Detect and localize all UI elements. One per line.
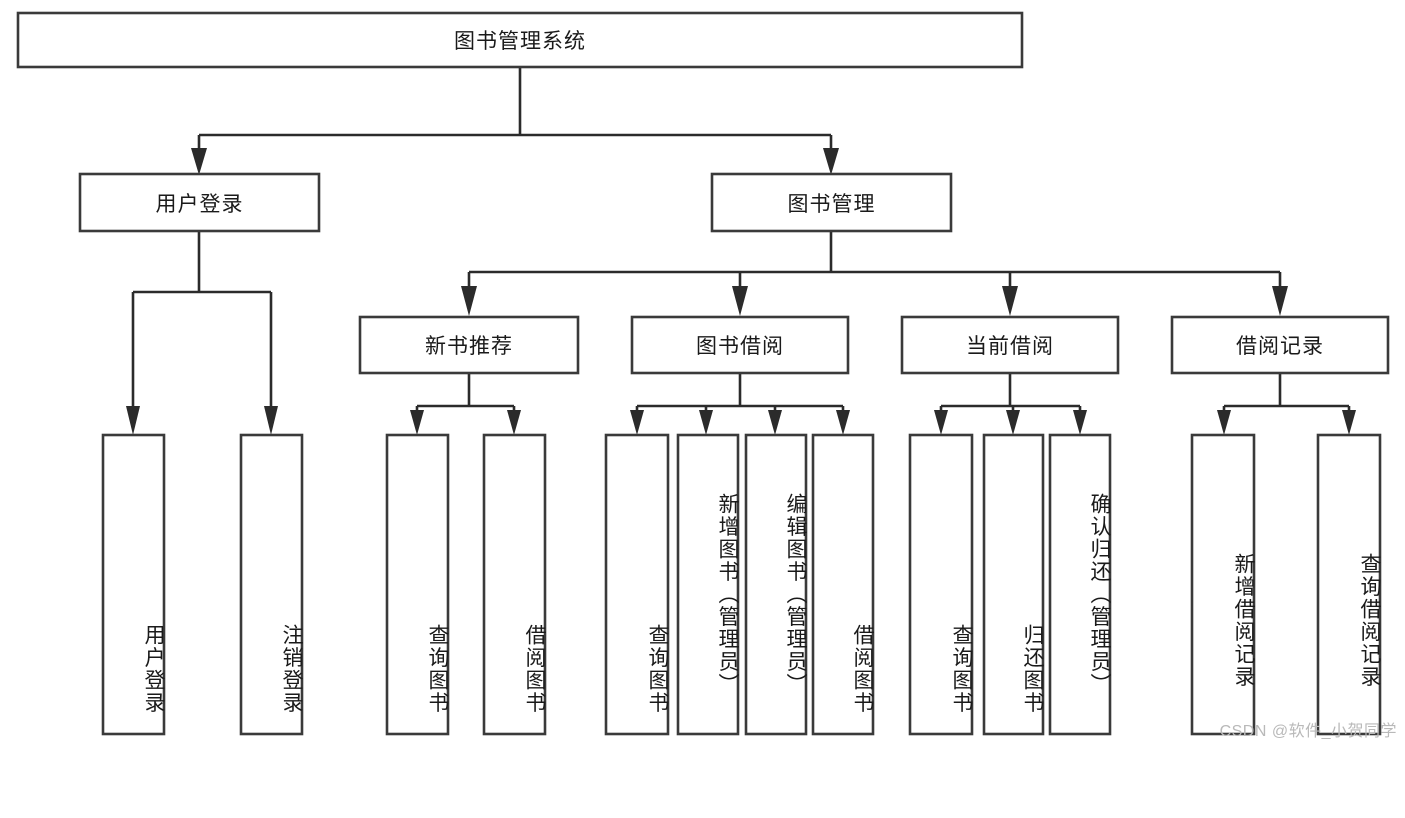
arrowhead-newbook-leaf1 xyxy=(410,410,424,435)
arrowhead-record-leaf2 xyxy=(1342,410,1356,435)
arrowhead-user-login xyxy=(191,148,207,175)
leaf-borrow-add-book-admin[interactable] xyxy=(676,433,740,736)
watermark-text: CSDN @软件_小贺同学 xyxy=(1219,723,1397,740)
node-current-borrow[interactable] xyxy=(900,315,1120,375)
arrowhead-borrow-leaf2 xyxy=(699,410,713,435)
arrowhead-current-borrow xyxy=(1002,286,1018,316)
node-borrow-record[interactable] xyxy=(1170,315,1390,375)
arrowhead-borrow-leaf1 xyxy=(630,410,644,435)
arrowhead-leaf-logout xyxy=(264,406,278,435)
arrowhead-current-leaf3 xyxy=(1073,410,1087,435)
leaf-current-confirm-return-admin[interactable] xyxy=(1048,433,1112,736)
arrowhead-record-leaf1 xyxy=(1217,410,1231,435)
arrowhead-new-book-rec xyxy=(461,286,477,316)
leaf-record-add-record[interactable] xyxy=(1190,433,1256,736)
diagram-root: 图书管理系统 用户登录 图书管理 新书推荐 图书借阅 当前借阅 借阅记录 用户登… xyxy=(16,11,1397,740)
diagram-canvas xyxy=(16,11,1390,736)
node-root[interactable] xyxy=(16,11,1024,69)
node-boxes-group xyxy=(16,11,1390,736)
arrowhead-borrow-leaf4 xyxy=(836,410,850,435)
leaf-logout[interactable] xyxy=(239,433,304,736)
leaf-borrow-query-book[interactable] xyxy=(604,433,670,736)
arrowhead-book-mgmt xyxy=(823,148,839,175)
leaf-record-query-record[interactable] xyxy=(1316,433,1382,736)
node-new-book-recommend[interactable] xyxy=(358,315,580,375)
leaf-borrow-edit-book-admin[interactable] xyxy=(744,433,808,736)
leaf-newbook-borrow-book[interactable] xyxy=(482,433,547,736)
arrowhead-leaf-user-login xyxy=(126,406,140,435)
arrowhead-current-leaf1 xyxy=(934,410,948,435)
leaf-current-return-book[interactable] xyxy=(982,433,1045,736)
arrowhead-newbook-leaf2 xyxy=(507,410,521,435)
arrowhead-current-leaf2 xyxy=(1006,410,1020,435)
arrowhead-borrow-record xyxy=(1272,286,1288,316)
connectors-group xyxy=(126,67,1356,435)
leaf-newbook-query-book[interactable] xyxy=(385,433,450,736)
node-book-management[interactable] xyxy=(710,172,953,233)
leaf-borrow-borrow-book[interactable] xyxy=(811,433,875,736)
node-book-borrow[interactable] xyxy=(630,315,850,375)
leaf-current-query-book[interactable] xyxy=(908,433,974,736)
leaf-user-login[interactable] xyxy=(101,433,166,736)
arrowhead-book-borrow xyxy=(732,286,748,316)
arrowhead-borrow-leaf3 xyxy=(768,410,782,435)
node-user-login[interactable] xyxy=(78,172,321,233)
